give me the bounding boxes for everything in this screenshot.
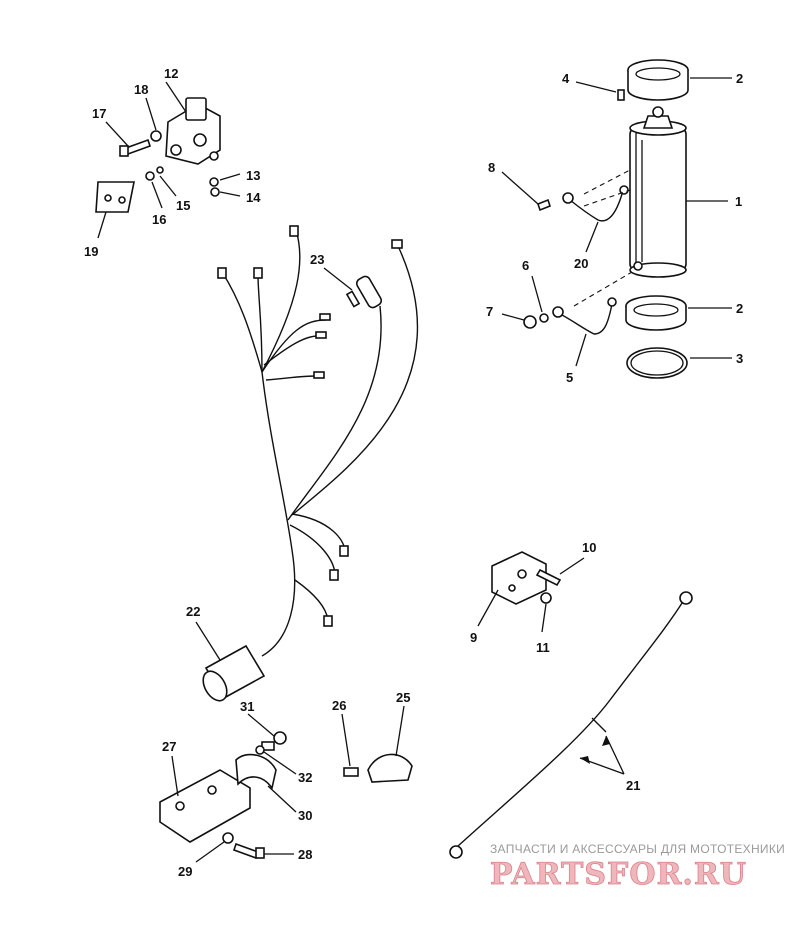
solenoid-assembly: [165, 97, 221, 165]
callout-22: 22: [186, 604, 200, 619]
callout-3: 3: [736, 351, 743, 366]
callout-17: 17: [92, 106, 106, 121]
callout-13: 13: [246, 168, 260, 183]
leader-lines: [97, 77, 732, 863]
terminal-block-19: [95, 181, 135, 213]
o-ring: [626, 347, 688, 379]
callout-30: 30: [298, 808, 312, 823]
screw-10: [535, 568, 562, 587]
callout-20: 20: [574, 256, 588, 271]
callout-2-bottom: 2: [736, 301, 743, 316]
small-parts-15-16: [145, 166, 164, 181]
callout-28: 28: [298, 847, 312, 862]
callout-32: 32: [298, 770, 312, 785]
callout-19: 19: [84, 244, 98, 259]
callout-6: 6: [522, 258, 529, 273]
callout-23: 23: [310, 252, 324, 267]
washer-32: [255, 745, 265, 755]
callout-25: 25: [396, 690, 410, 705]
harness-plug: [202, 644, 266, 702]
callout-labels: 1 2 2 3 4 5 6 7 8 20 12 18 17 13 14 15 1…: [84, 66, 743, 879]
callout-15: 15: [176, 198, 190, 213]
battery-cable-lower: [552, 297, 617, 335]
battery-cable-upper: [562, 185, 629, 222]
callout-10: 10: [582, 540, 596, 555]
callout-1: 1: [735, 194, 742, 209]
callout-4: 4: [562, 71, 570, 86]
bolt-8: [537, 198, 551, 212]
watermark: ЗАПЧАСТИ И АКСЕССУАРЫ ДЛЯ МОТОТЕХНИКИ PA…: [490, 842, 785, 892]
small-clip: [617, 89, 625, 101]
clamp-30: [235, 753, 277, 790]
callout-14: 14: [246, 190, 261, 205]
callout-27: 27: [162, 739, 176, 754]
callout-2-top: 2: [736, 71, 743, 86]
washer-6: [539, 313, 549, 323]
fuse-holder-23: [345, 275, 383, 309]
end-cap-bottom: [625, 295, 687, 331]
callout-16: 16: [152, 212, 166, 227]
small-parts-13-14: [209, 177, 220, 197]
callout-21: 21: [626, 778, 640, 793]
callout-26: 26: [332, 698, 346, 713]
nut-7: [523, 315, 537, 329]
washer-29: [222, 832, 234, 844]
end-cap-top: [627, 59, 689, 101]
screw-11: [540, 592, 552, 604]
rectifier-9: [491, 551, 547, 605]
screw-26: [343, 767, 359, 777]
bolt-17: [119, 138, 152, 157]
starter-motor: [629, 106, 687, 278]
callout-29: 29: [178, 864, 192, 879]
clamp-27: [159, 769, 251, 843]
washer-18: [150, 130, 162, 142]
callout-12: 12: [164, 66, 178, 81]
callout-18: 18: [134, 82, 148, 97]
cover-25: [367, 753, 413, 783]
bolt-31: [261, 731, 287, 751]
callout-11: 11: [536, 640, 550, 655]
wiring-harness: [217, 225, 419, 657]
callout-9: 9: [470, 630, 477, 645]
callout-31: 31: [240, 699, 254, 714]
bolt-28: [232, 842, 265, 860]
callout-8: 8: [488, 160, 495, 175]
watermark-caption: ЗАПЧАСТИ И АКСЕССУАРЫ ДЛЯ МОТОТЕХНИКИ: [490, 842, 785, 856]
callout-7: 7: [486, 304, 493, 319]
watermark-brand: PARTSFOR.RU: [490, 857, 747, 892]
ground-cable-21: [449, 591, 693, 859]
callout-5: 5: [566, 370, 573, 385]
